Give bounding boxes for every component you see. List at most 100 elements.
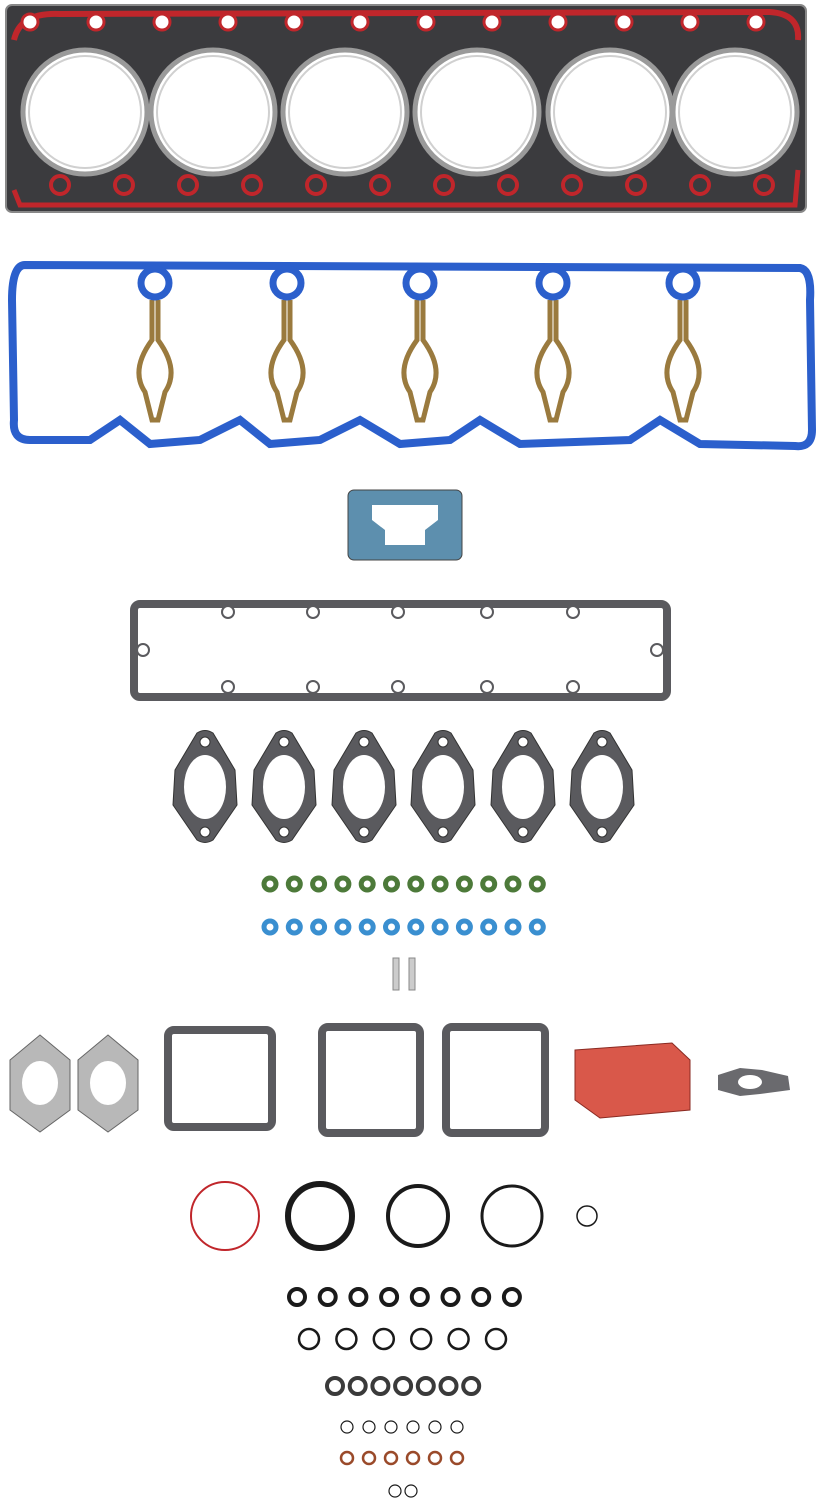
small-o-ring xyxy=(361,1450,377,1466)
small-flange-gasket xyxy=(718,1068,790,1096)
bore-fire-ring xyxy=(678,55,792,169)
valve-stem-seal-blue xyxy=(407,918,425,936)
cylinder-bore xyxy=(545,47,675,177)
bolt-ring xyxy=(402,265,438,301)
small-o-ring xyxy=(393,1376,414,1396)
gasket-opening xyxy=(90,1061,126,1105)
bolt-hole xyxy=(566,605,580,619)
bolt-hole xyxy=(596,736,608,748)
small-o-ring xyxy=(317,1287,338,1307)
square-flange-gasket xyxy=(164,1026,276,1131)
coolant-port xyxy=(305,174,327,196)
valve-stem-seal-green xyxy=(504,875,522,893)
coolant-port xyxy=(689,174,711,196)
cylinder-bore xyxy=(280,47,410,177)
valve-stem-seal-blue xyxy=(431,918,449,936)
gasket-opening xyxy=(22,1061,58,1105)
bolt-hole xyxy=(480,680,494,694)
bore-fire-ring xyxy=(288,55,402,169)
small-o-ring xyxy=(501,1287,522,1307)
valve-stem-seal-blue xyxy=(285,918,303,936)
bolt-hole xyxy=(278,826,290,838)
bolt-hole xyxy=(517,736,529,748)
bolt-hole xyxy=(306,605,320,619)
bolt-ring xyxy=(137,265,173,301)
dowel-pin xyxy=(392,957,400,991)
center-rib xyxy=(268,300,306,423)
head-bolt-hole xyxy=(86,12,106,32)
cylinder-bore xyxy=(670,47,800,177)
small-o-ring xyxy=(404,1484,418,1498)
center-rib xyxy=(664,300,702,423)
bolt-hole xyxy=(358,736,370,748)
bolt-ring xyxy=(269,265,305,301)
valve-stem-seal-blue xyxy=(480,918,498,936)
head-bolt-hole xyxy=(614,12,634,32)
head-bolt-hole xyxy=(746,12,766,32)
head-bolt-hole xyxy=(152,12,172,32)
bolt-hole xyxy=(437,736,449,748)
valve-stem-seal-green xyxy=(285,875,303,893)
valve-stem-seal-green xyxy=(407,875,425,893)
small-o-ring xyxy=(325,1376,345,1396)
exhaust-port-opening xyxy=(581,755,623,819)
head-bolt-hole xyxy=(482,12,502,32)
coolant-port xyxy=(433,174,455,196)
valve-stem-seal-green xyxy=(334,875,352,893)
exhaust-port-opening xyxy=(263,755,305,819)
valve-stem-seal-green xyxy=(455,875,473,893)
valve-stem-seal-blue xyxy=(358,918,376,936)
center-rib xyxy=(136,300,174,423)
small-o-ring xyxy=(484,1327,508,1351)
red-cover-plate-gasket xyxy=(574,1042,691,1119)
bolt-hole xyxy=(199,736,211,748)
small-o-ring xyxy=(427,1450,443,1466)
small-o-ring xyxy=(415,1376,436,1396)
o-ring-black xyxy=(386,1184,450,1248)
valve-stem-seal-blue xyxy=(310,918,328,936)
bolt-hole xyxy=(391,680,405,694)
dowel-pin xyxy=(408,957,416,991)
coolant-port xyxy=(561,174,583,196)
valve-stem-seal-green xyxy=(528,875,546,893)
small-o-ring xyxy=(438,1376,459,1396)
coolant-port xyxy=(753,174,775,196)
valve-stem-seal-blue xyxy=(455,918,473,936)
small-o-ring xyxy=(340,1420,354,1434)
valve-stem-seal-blue xyxy=(504,918,522,936)
small-o-ring xyxy=(384,1420,398,1434)
square-flange-gasket xyxy=(442,1023,549,1137)
small-o-ring xyxy=(450,1420,464,1434)
center-rib xyxy=(534,300,572,423)
bolt-hole xyxy=(358,826,370,838)
bore-fire-ring xyxy=(156,55,270,169)
bolt-hole xyxy=(278,736,290,748)
coolant-port xyxy=(113,174,135,196)
small-o-ring xyxy=(335,1327,358,1351)
bolt-ring xyxy=(535,265,571,301)
o-ring-small xyxy=(576,1205,598,1227)
small-o-ring xyxy=(339,1450,355,1466)
small-o-ring xyxy=(461,1376,482,1396)
exhaust-port-opening xyxy=(184,755,226,819)
intake-gasket xyxy=(130,600,671,701)
turbo-gasket xyxy=(347,489,463,561)
small-o-ring xyxy=(379,1287,400,1307)
valve-stem-seal-blue xyxy=(528,918,546,936)
bolt-hole xyxy=(199,826,211,838)
small-o-ring xyxy=(409,1287,430,1307)
valve-stem-seal-green xyxy=(383,875,400,893)
valve-stem-seal-blue xyxy=(334,918,352,936)
head-bolt-hole xyxy=(350,12,370,32)
bolt-hole xyxy=(596,826,608,838)
bolt-hole xyxy=(566,680,580,694)
valve-stem-seal-green xyxy=(431,875,449,893)
small-o-ring xyxy=(447,1327,470,1351)
small-o-ring xyxy=(405,1450,421,1466)
o-ring-black xyxy=(285,1181,355,1251)
exhaust-port-opening xyxy=(343,755,385,819)
bolt-hole xyxy=(221,680,235,694)
small-o-ring xyxy=(297,1327,321,1351)
bolt-hole xyxy=(306,680,320,694)
